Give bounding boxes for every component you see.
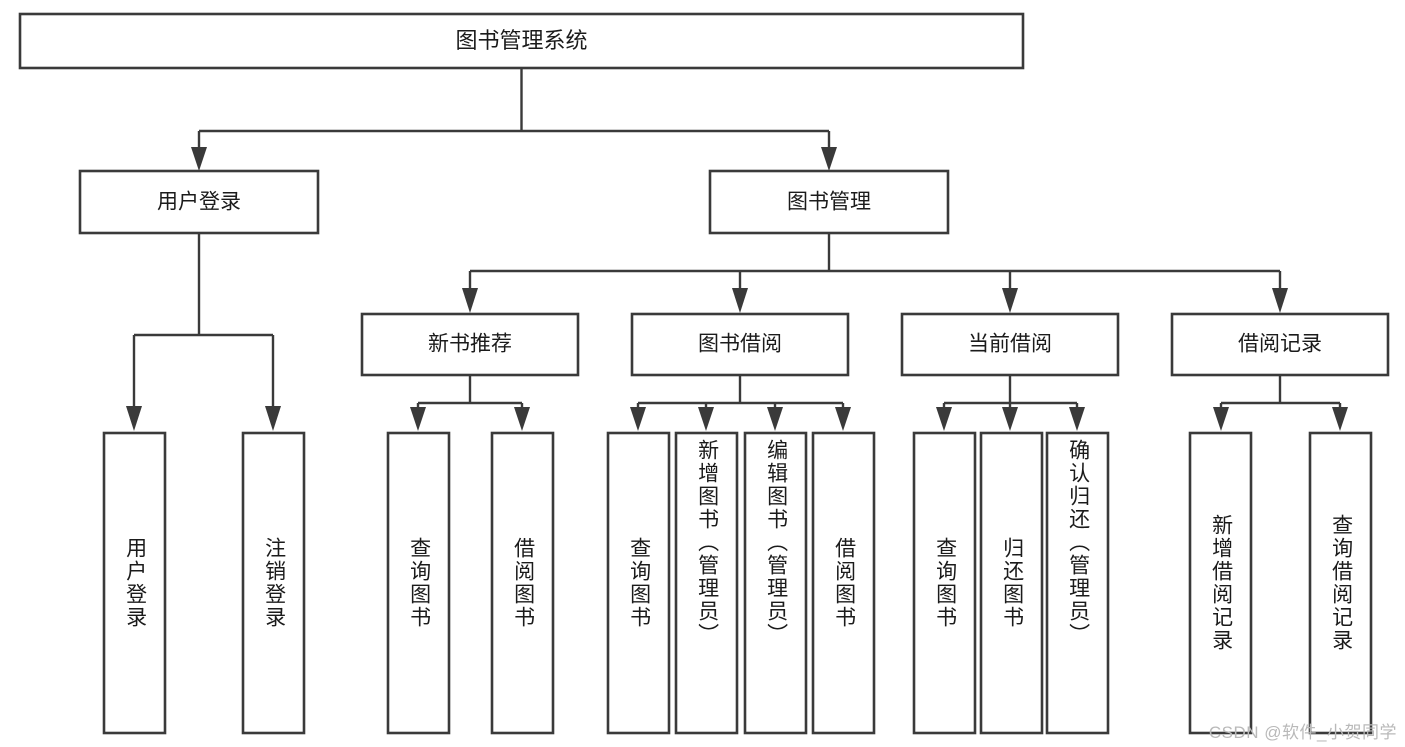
connector-group-book-manage bbox=[462, 233, 1288, 313]
node-label-current-borrow: 当前借阅 bbox=[968, 333, 1052, 356]
arrow-br-leaf-2 bbox=[1332, 407, 1348, 431]
arrow-bb-leaf-3 bbox=[767, 407, 783, 431]
leaf-box-return-book[interactable] bbox=[979, 431, 1044, 735]
leaf-box-add-book[interactable] bbox=[674, 431, 739, 735]
connector-group-borrow-record bbox=[1213, 375, 1348, 431]
connector-group-current-borrow bbox=[936, 375, 1085, 431]
arrow-nbr-leaf-1 bbox=[410, 407, 426, 431]
connector-group-book-borrow bbox=[630, 375, 851, 431]
leaf-box-query-book-3[interactable] bbox=[912, 431, 977, 735]
leaf-box-user-login[interactable] bbox=[102, 431, 167, 735]
leaf-box-confirm-return[interactable] bbox=[1045, 431, 1110, 735]
arrow-root-to-book-manage bbox=[821, 147, 837, 171]
arrow-cb-leaf-1 bbox=[936, 407, 952, 431]
leaf-box-logout[interactable] bbox=[241, 431, 306, 735]
node-label-new-book-recommend: 新书推荐 bbox=[428, 333, 512, 356]
arrow-cb-leaf-2 bbox=[1002, 407, 1018, 431]
leaf-box-query-book-2[interactable] bbox=[606, 431, 671, 735]
node-box-book-manage[interactable] bbox=[708, 169, 950, 235]
connector-group-user-login bbox=[126, 233, 281, 431]
node-label-borrow-record: 借阅记录 bbox=[1238, 333, 1322, 356]
leaf-box-query-book-1[interactable] bbox=[386, 431, 451, 735]
node-label-title: 图书管理系统 bbox=[455, 28, 587, 53]
arrow-cb-leaf-3 bbox=[1069, 407, 1085, 431]
node-box-new-book-recommend[interactable] bbox=[360, 312, 580, 377]
node-box-borrow-record[interactable] bbox=[1170, 312, 1390, 377]
arrow-nbr-leaf-2 bbox=[514, 407, 530, 431]
arrow-user-login-leaf-1 bbox=[126, 406, 142, 431]
arrow-bb-leaf-2 bbox=[698, 407, 714, 431]
node-label-user-login: 用户登录 bbox=[157, 191, 241, 214]
arrow-br-leaf-1 bbox=[1213, 407, 1229, 431]
leaf-box-borrow-book-1[interactable] bbox=[490, 431, 555, 735]
leaf-box-borrow-book-2[interactable] bbox=[811, 431, 876, 735]
leaf-box-query-record[interactable] bbox=[1308, 431, 1373, 735]
arrow-bm-to-book-borrow bbox=[732, 288, 748, 313]
csdn-watermark: CSDN @软件_小贺同学 bbox=[1208, 723, 1397, 742]
arrow-bb-leaf-4 bbox=[835, 407, 851, 431]
node-box-title[interactable] bbox=[18, 12, 1025, 70]
node-box-current-borrow[interactable] bbox=[900, 312, 1120, 377]
arrow-root-to-user-login bbox=[191, 147, 207, 171]
connector-group-new-book-recommend bbox=[410, 375, 530, 431]
node-label-book-borrow: 图书借阅 bbox=[698, 333, 782, 356]
arrow-bm-to-current-borrow bbox=[1002, 288, 1018, 313]
node-label-book-manage: 图书管理 bbox=[787, 191, 871, 214]
arrow-bb-leaf-1 bbox=[630, 407, 646, 431]
node-box-book-borrow[interactable] bbox=[630, 312, 850, 377]
arrow-bm-to-borrow-record bbox=[1272, 288, 1288, 313]
connector-group-root bbox=[191, 68, 837, 171]
leaf-box-add-record[interactable] bbox=[1188, 431, 1253, 735]
node-box-user-login[interactable] bbox=[78, 169, 320, 235]
leaf-box-edit-book[interactable] bbox=[743, 431, 808, 735]
arrow-user-login-leaf-2 bbox=[265, 406, 281, 431]
arrow-bm-to-new-book-recommend bbox=[462, 288, 478, 313]
